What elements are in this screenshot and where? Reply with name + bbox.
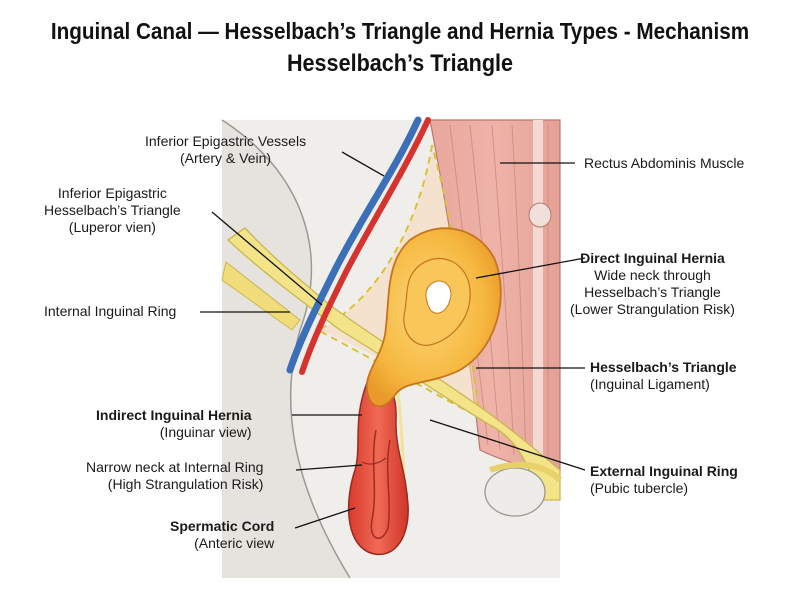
label-inferior-epigastric-vessels: Inferior Epigastric Vessels (Artery & Ve… xyxy=(145,133,307,166)
label-internal-inguinal-ring: Internal Inguinal Ring xyxy=(44,303,177,319)
label-spermatic-cord: Spermatic Cord (Anteric view xyxy=(170,518,275,551)
page-title: Inguinal Canal — Hesselbach’s Triangle a… xyxy=(50,18,750,44)
pubic-tubercle xyxy=(484,467,546,517)
leader-lines xyxy=(200,151,586,529)
label-hesselbach-triangle: Hesselbach’s Triangle (Inguinal Ligament… xyxy=(590,359,737,392)
label-inferior-epigastric-triangle: Inferior Epigastric Hesselbach’s Triangl… xyxy=(44,185,181,235)
inferior-epigastric-vein xyxy=(286,116,422,374)
label-narrow-neck: Narrow neck at Internal Ring (High Stran… xyxy=(86,459,264,492)
label-external-inguinal-ring: External Inguinal Ring (Pubic tubercle) xyxy=(590,463,738,496)
inferior-epigastric-artery xyxy=(299,117,431,375)
outer-skin-curve xyxy=(222,120,350,578)
page-subtitle: Hesselbach’s Triangle xyxy=(286,50,514,77)
label-direct-inguinal-hernia: Direct Inguinal Hernia Wide neck through… xyxy=(570,250,735,317)
indirect-hernia-sac xyxy=(347,379,409,556)
label-indirect-inguinal-hernia: Indirect Inguinal Hernia (Inguinar view) xyxy=(96,407,252,440)
label-rectus-abdominis: Rectus Abdominis Muscle xyxy=(584,155,745,171)
tendinous-node xyxy=(528,202,552,228)
